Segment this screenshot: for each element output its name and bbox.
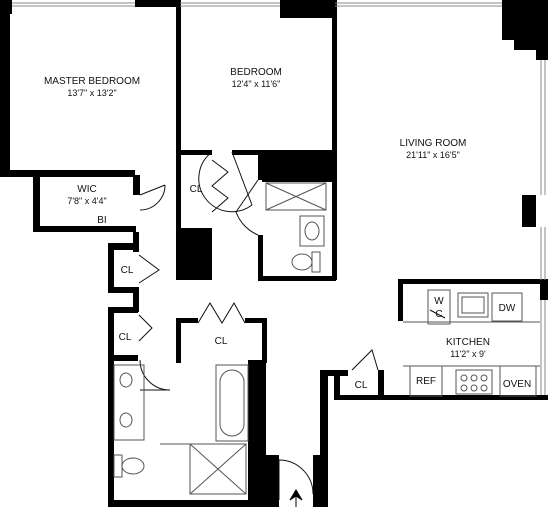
- wic-name: WIC: [77, 184, 96, 195]
- door-bedroom-closet: [211, 159, 229, 213]
- toilet-1: [311, 251, 321, 273]
- wc-closet: [427, 289, 451, 325]
- wall-master-bedroom-divider: [176, 0, 181, 152]
- cl-kitchen-label: CL: [355, 380, 368, 391]
- wall-kcl-bottom: [334, 395, 414, 400]
- wall-left: [0, 0, 10, 176]
- wall-kcl-left: [334, 370, 340, 400]
- wall-right-mid-block: [522, 195, 536, 227]
- cl-bedroom-label: CL: [190, 184, 203, 195]
- door-cl2: [138, 314, 153, 342]
- wall-right-lower: [540, 280, 548, 300]
- wall-hall-closet1-bottom: [108, 287, 136, 293]
- bedroom-dims: 12'4" x 11'6": [232, 79, 281, 89]
- wall-top-block: [280, 0, 335, 18]
- wall-entry-right-vert: [320, 370, 328, 507]
- wall-master-bottom: [0, 170, 135, 177]
- door-kcl: [351, 349, 379, 371]
- kitchen-sink: [457, 292, 489, 318]
- wall-hall-closet2-top: [108, 307, 138, 313]
- wall-wic-bottom: [33, 226, 136, 232]
- wall-bath-top-block: [262, 150, 332, 182]
- wall-kitchen-bottom: [398, 395, 548, 400]
- oven-label: OVEN: [503, 379, 531, 390]
- cl-hall2-label: CL: [119, 332, 132, 343]
- sink-1: [299, 215, 325, 247]
- kitchen-dims: 11'2" x 9': [450, 349, 486, 359]
- entry-arrow-icon: [289, 489, 303, 507]
- wall-bath-left-lower: [258, 235, 263, 280]
- cl-hall3-label: CL: [215, 336, 228, 347]
- toilet-2: [113, 454, 123, 478]
- wall-bath2-right: [248, 360, 266, 507]
- wall-kitchen-top: [398, 279, 548, 284]
- wic-dims: 7'8" x 4'4": [67, 196, 106, 206]
- wall-hall-closet1: [108, 243, 136, 250]
- shower-2: [189, 443, 247, 495]
- wall-bath2-bottom: [108, 500, 268, 507]
- kitchen-name: KITCHEN: [446, 337, 490, 348]
- wall-bedroom-bottom: [176, 150, 212, 155]
- wall-hall-left-1: [108, 243, 114, 293]
- stove: [455, 369, 493, 395]
- cl-hall1-label: CL: [121, 265, 134, 276]
- door-cl3: [197, 301, 246, 324]
- living-room-name: LIVING ROOM: [400, 138, 467, 149]
- wall-top-mid: [135, 0, 180, 7]
- wall-cl3-left: [176, 318, 181, 363]
- doors: [138, 151, 446, 500]
- wall-cl3-right: [262, 318, 267, 363]
- wall-hall-divider-2: [133, 287, 139, 312]
- bedroom-name: BEDROOM: [230, 67, 282, 78]
- wall-cl3-top-left: [176, 318, 198, 323]
- door-bedroom: [198, 151, 253, 213]
- wall-kitchen-left: [398, 279, 403, 321]
- master-bedroom-name: MASTER BEDROOM: [44, 76, 140, 87]
- windows: [12, 2, 546, 395]
- door-cl1: [138, 254, 160, 284]
- door-wc: [429, 309, 446, 319]
- wall-bedroom-bottom-2: [232, 150, 262, 155]
- wc-label-w: W: [434, 296, 444, 307]
- fixtures: [113, 182, 540, 495]
- wall-cl3-top-right: [245, 318, 267, 323]
- room-labels: MASTER BEDROOM 13'7" x 13'2" BEDROOM 12'…: [44, 67, 531, 391]
- wall-kcl-right: [378, 370, 384, 400]
- door-bath1: [235, 179, 259, 236]
- vanity-2: [113, 364, 145, 441]
- master-bedroom-dims: 13'7" x 13'2": [67, 88, 116, 98]
- dishwasher: [491, 292, 523, 322]
- wall-entry-left: [264, 455, 279, 507]
- ref-label: REF: [416, 376, 436, 387]
- wall-bath-left: [258, 150, 263, 180]
- wall-hall-divider: [133, 232, 139, 252]
- door-wic: [139, 184, 166, 211]
- wall-bedroom-living-divider: [332, 0, 337, 280]
- oven: [499, 365, 537, 397]
- bi-label: BI: [97, 215, 106, 226]
- tub: [215, 364, 249, 442]
- door-entry: [278, 459, 314, 500]
- wall-bath2-left: [108, 307, 114, 507]
- wall-bath-bottom: [258, 276, 336, 281]
- refrigerator: [409, 365, 443, 397]
- shower-1: [265, 182, 327, 211]
- living-room-dims: 21'11" x 16'5": [406, 150, 460, 160]
- wall-right: [536, 40, 548, 60]
- column-block: [176, 228, 212, 280]
- dw-label: DW: [499, 303, 516, 314]
- wc-label-c: C: [435, 309, 442, 320]
- wall-wic-left: [33, 170, 40, 232]
- wall-closet-left: [176, 150, 181, 230]
- wall-wic-right: [133, 175, 140, 195]
- wall-hall-closet2-bottom: [110, 355, 138, 361]
